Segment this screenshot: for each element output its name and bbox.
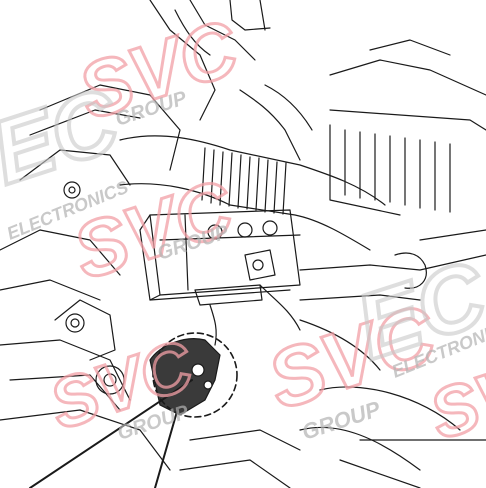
highlight-circle [152,332,238,418]
leader-line-left [29,379,193,488]
right-side-components [299,229,486,488]
air-intake-hose [119,84,386,251]
upper-left-components [0,0,271,361]
leader-line-right [154,407,179,488]
watermark: SVC GROUP ELECTRONICS EC SVC GROUP SVC E… [0,1,486,456]
lower-left-components [0,339,301,488]
air-filter-box [329,39,486,216]
terminal-bolt-2 [203,380,213,390]
terminal-bolt [191,363,205,377]
battery-terminal-bracket [194,249,301,346]
battery [139,209,301,301]
